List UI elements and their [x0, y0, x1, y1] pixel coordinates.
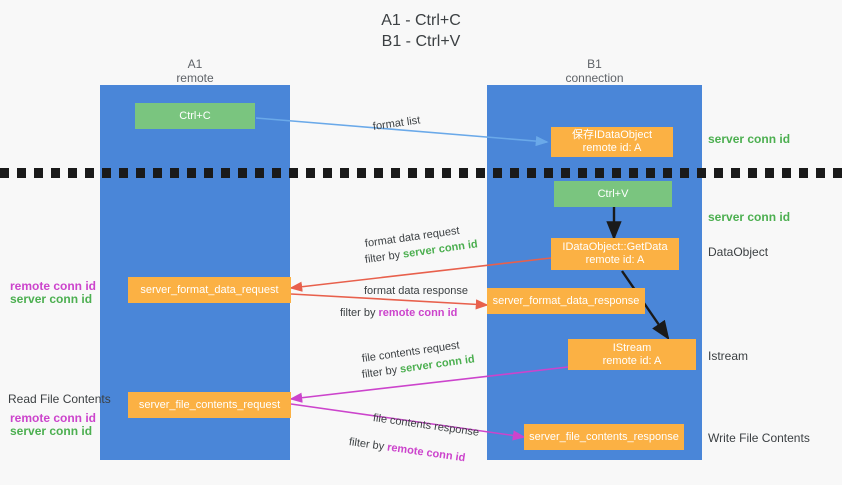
- label-format-remote-conn-id: remote conn id: [10, 279, 97, 293]
- box-ctrl-v[interactable]: Ctrl+V: [554, 181, 672, 207]
- page-title: A1 - Ctrl+C B1 - Ctrl+V: [381, 12, 461, 50]
- annotation-file-contents-response-filter: filter by remote conn id: [348, 435, 466, 465]
- box-server-format-data-response[interactable]: server_format_data_response: [487, 288, 645, 314]
- filter-value-remote-conn-id: remote conn id: [378, 307, 458, 319]
- box-istream[interactable]: IStream remote id: A: [568, 339, 696, 370]
- box-server-file-contents-request[interactable]: server_file_contents_request: [128, 392, 291, 418]
- box-idataobject-getdata[interactable]: IDataObject::GetData remote id: A: [551, 238, 679, 270]
- label-read-file-contents: Read File Contents: [8, 392, 111, 406]
- label-dataobject: DataObject: [708, 245, 769, 259]
- box-server-format-data-request[interactable]: server_format_data_request: [128, 277, 291, 303]
- filter-prefix: filter by: [364, 248, 404, 266]
- column-header-b1: B1 connection: [565, 57, 624, 85]
- annotation-format-data-response: format data response: [364, 285, 468, 297]
- annotation-format-data-response-filter: filter by remote conn id: [340, 306, 457, 320]
- label-file-remote-conn-id: remote conn id: [10, 411, 97, 425]
- label-file-server-conn-id: server conn id: [10, 424, 93, 438]
- label-write-file-contents: Write File Contents: [708, 431, 810, 445]
- box-server-file-contents-response[interactable]: server_file_contents_response: [524, 424, 684, 450]
- label-server-conn-id-top: server conn id: [708, 132, 791, 146]
- label-istream: Istream: [708, 349, 749, 363]
- filter-prefix: filter by: [348, 436, 388, 454]
- filter-prefix: filter by: [361, 363, 401, 381]
- annotation-file-contents-response: file contents response: [372, 412, 480, 439]
- label-format-server-conn-id: server conn id: [10, 292, 93, 306]
- annotation-format-list: format list: [372, 114, 422, 133]
- filter-prefix: filter by: [340, 307, 379, 319]
- box-ctrl-c[interactable]: Ctrl+C: [135, 103, 255, 129]
- filter-value-remote-conn-id: remote conn id: [386, 441, 467, 465]
- column-header-a1: A1 remote: [176, 57, 214, 85]
- phase-divider: [0, 168, 842, 178]
- box-idataobject-saved[interactable]: 保存IDataObject remote id: A: [551, 127, 673, 157]
- label-server-conn-id-paste: server conn id: [708, 210, 791, 224]
